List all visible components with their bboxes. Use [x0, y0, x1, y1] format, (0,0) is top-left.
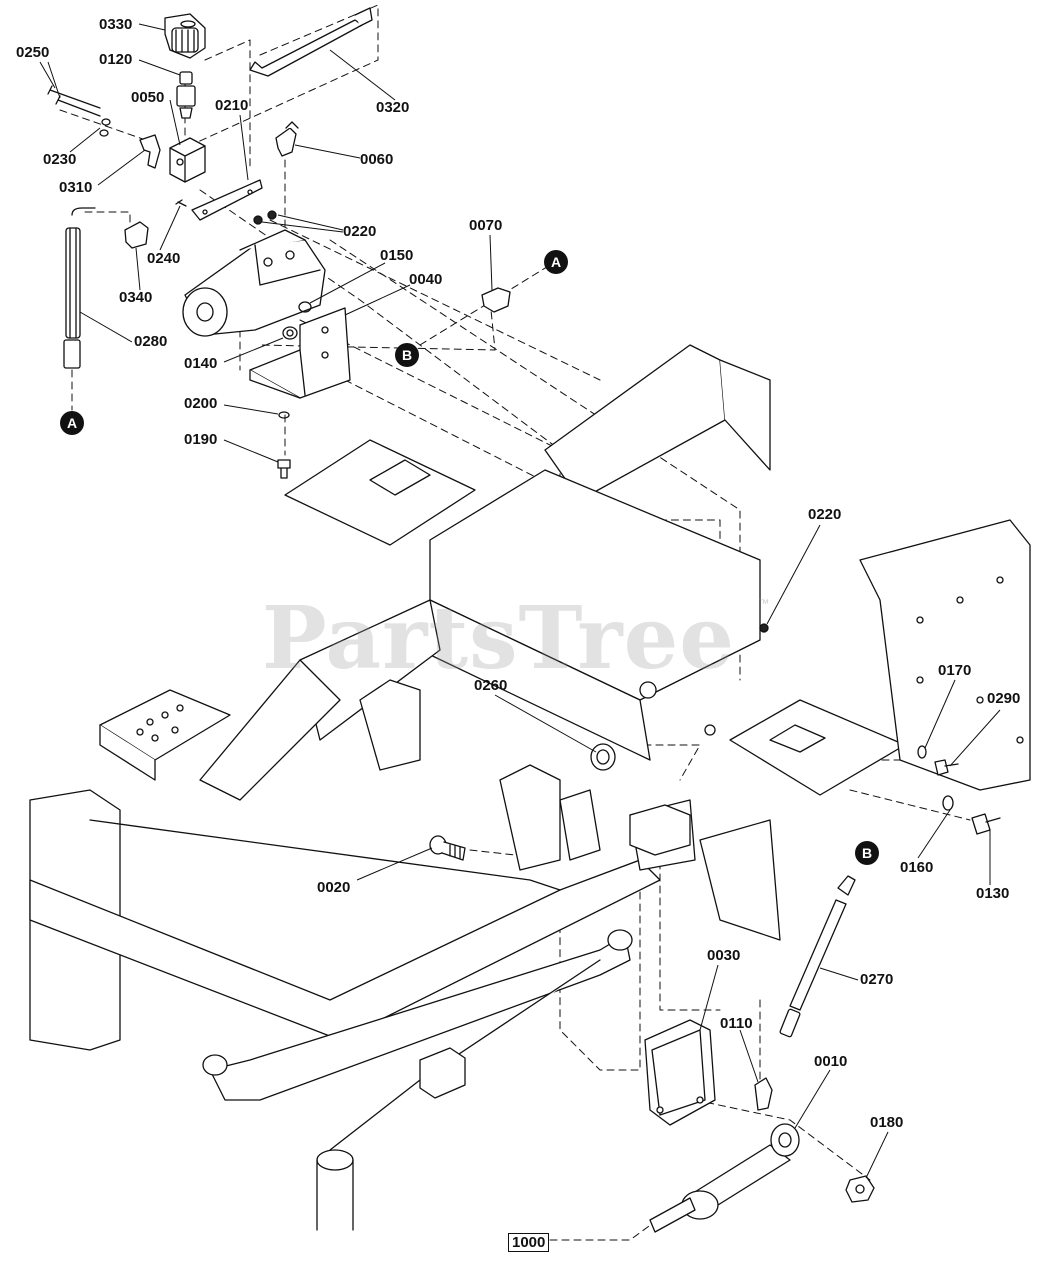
part-label: 0160: [900, 859, 934, 876]
bolt-0190: [277, 459, 291, 479]
part-label: 0130: [976, 885, 1010, 902]
bracket-plate: [191, 179, 263, 221]
part-label: 0140: [184, 355, 218, 372]
part-label: 0270: [860, 971, 894, 988]
washer-0200: [278, 411, 290, 419]
trademark-symbol: ™: [758, 598, 769, 610]
part-label: 0230: [43, 151, 77, 168]
spacer-0140: [282, 326, 298, 340]
part-label: 0190: [184, 431, 218, 448]
part-label: 0010: [814, 1053, 848, 1070]
main-frame: [29, 344, 1031, 1231]
hydraulic-hose-0270: [779, 875, 856, 1038]
screw-0240: [175, 199, 187, 207]
washer-0170: [917, 745, 927, 759]
part-label: 0020: [317, 879, 351, 896]
tee-fitting-0070: [481, 287, 511, 313]
hydraulic-cylinder-0010: [649, 1123, 800, 1233]
part-label: 0290: [987, 690, 1021, 707]
part-label: 0180: [870, 1114, 904, 1131]
solenoid-coil: [164, 13, 206, 59]
callout-b-hose: B: [855, 841, 879, 865]
cartridge-valve: [176, 71, 196, 119]
part-label: 0170: [938, 662, 972, 679]
pin-0020: [429, 835, 466, 861]
hydraulic-pump: [182, 229, 326, 337]
part-label: 0150: [380, 247, 414, 264]
part-label: 0110: [720, 1015, 753, 1032]
cover-plate-0030: [644, 1019, 716, 1126]
nut-0220-frame: [759, 623, 769, 633]
assembly-reference-label: 1000: [508, 1233, 550, 1252]
callout-a-top: A: [544, 250, 568, 274]
part-label: 0050: [131, 89, 165, 106]
part-label: 0250: [16, 44, 50, 61]
tube-0320: [249, 7, 373, 77]
elbow-fitting-0110: [754, 1077, 773, 1111]
part-label: 0210: [215, 97, 249, 114]
part-label: 0060: [360, 151, 394, 168]
part-label: 0310: [59, 179, 93, 196]
bushing-0150: [298, 301, 312, 313]
bolt-0130: [971, 813, 1001, 835]
part-label: 0320: [376, 99, 410, 116]
callout-b-fitting: B: [395, 343, 419, 367]
part-label: 0330: [99, 16, 133, 33]
grommet-0260: [590, 743, 616, 771]
parts-tree-watermark: PartsTree: [262, 588, 736, 689]
part-label: 0040: [409, 271, 443, 288]
part-label: 0120: [99, 51, 133, 68]
part-label: 0260: [474, 677, 508, 694]
valve-block: [169, 137, 206, 183]
part-label: 0030: [707, 947, 741, 964]
part-label: 0070: [469, 217, 503, 234]
part-label: 0220: [808, 506, 842, 523]
mounting-bolts: [47, 85, 101, 117]
part-label: 0220: [343, 223, 377, 240]
part-label: 0280: [134, 333, 168, 350]
part-label: 0340: [119, 289, 153, 306]
washer-0160: [942, 795, 954, 811]
hydraulic-hose-0280: [63, 207, 96, 369]
clamp: [139, 134, 161, 169]
callout-a-hose: A: [60, 411, 84, 435]
lock-nuts: [253, 210, 277, 225]
part-label: 0200: [184, 395, 218, 412]
part-label: 0240: [147, 250, 181, 267]
swivel-fitting: [124, 221, 149, 249]
elbow-fitting: [275, 121, 299, 157]
